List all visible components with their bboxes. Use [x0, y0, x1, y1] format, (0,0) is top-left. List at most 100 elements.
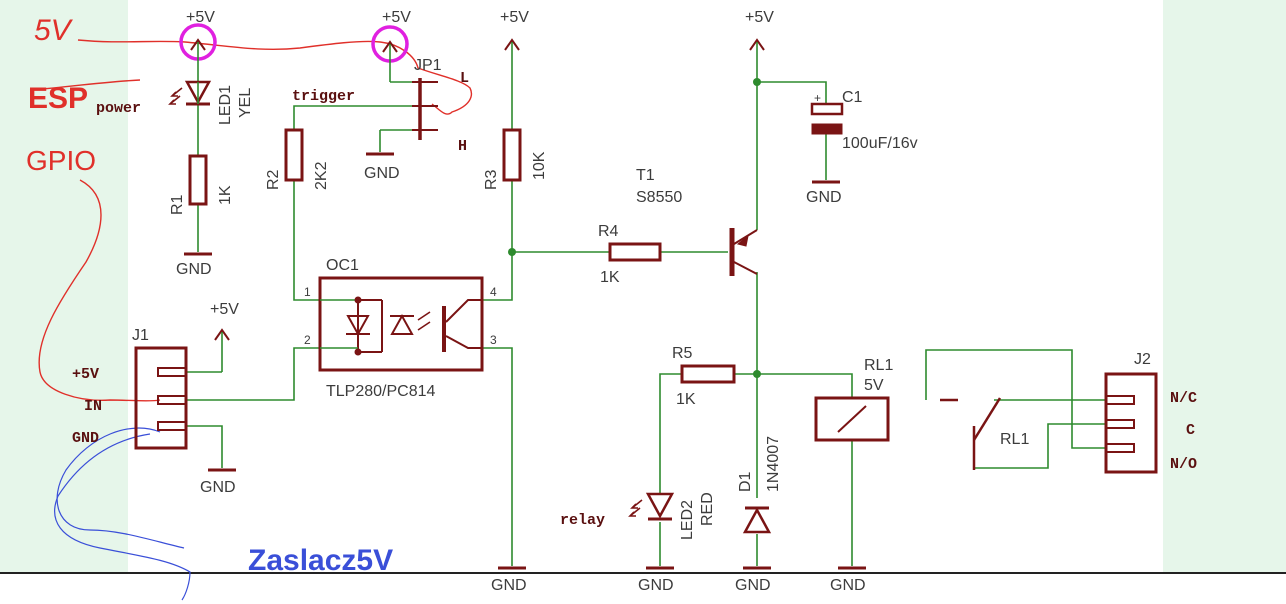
connector-j1: J1 +5V IN GND: [72, 327, 188, 450]
gnd-symbol: GND: [638, 566, 674, 594]
svg-text:+5V: +5V: [382, 9, 411, 26]
svg-text:S8550: S8550: [636, 189, 682, 206]
svg-text:N/O: N/O: [1170, 456, 1197, 473]
hand-annotations: 5V ESP GPIO: [26, 14, 473, 601]
svg-text:RL1: RL1: [1000, 431, 1029, 448]
svg-text:1K: 1K: [676, 391, 696, 408]
svg-text:D1: D1: [737, 471, 754, 492]
svg-text:2K2: 2K2: [313, 161, 330, 190]
svg-text:100uF/16v: 100uF/16v: [842, 135, 918, 152]
svg-text:YEL: YEL: [237, 88, 254, 118]
svg-text:C1: C1: [842, 89, 863, 106]
vcc-symbol: +5V: [210, 301, 239, 372]
vcc-symbol: +5V: [186, 9, 215, 82]
annotation-5v: 5V: [34, 14, 74, 47]
svg-text:1: 1: [304, 285, 311, 299]
resistor-r2: R2 2K2: [265, 128, 330, 190]
svg-text:R3: R3: [483, 169, 500, 190]
vcc-symbol: +5V: [745, 9, 774, 51]
optocoupler-oc1: OC1 TLP280/PC814 1 2 3 4: [304, 257, 497, 400]
resistor-r1: R1 1K: [169, 154, 234, 215]
capacitor-c1: + C1 100uF/16v: [810, 89, 918, 152]
gnd-symbol: GND: [830, 566, 866, 594]
transistor-t1: T1 S8550: [636, 167, 758, 276]
bottom-bar: [0, 572, 1286, 604]
gnd-symbol: GND: [200, 468, 236, 496]
svg-text:R1: R1: [169, 194, 186, 215]
blue-wire-gnd-a: [56, 427, 185, 549]
relay-led-label: relay: [560, 512, 605, 529]
resistor-r3: R3 10K: [483, 128, 548, 190]
svg-text:4: 4: [490, 285, 497, 299]
relay-coil-rl1: RL1 5V: [814, 357, 893, 442]
connector-j2: J2 N/C C N/O: [1104, 351, 1197, 474]
gnd-symbol: GND: [364, 152, 400, 182]
svg-text:GND: GND: [830, 577, 866, 594]
svg-text:LED2: LED2: [679, 500, 696, 540]
svg-text:R5: R5: [672, 345, 693, 362]
svg-text:GND: GND: [72, 430, 99, 447]
svg-text:+5V: +5V: [210, 301, 239, 318]
svg-text:RED: RED: [699, 492, 716, 526]
svg-text:1K: 1K: [217, 185, 234, 205]
gnd-symbol: GND: [806, 180, 842, 206]
svg-text:JP1: JP1: [414, 57, 442, 74]
svg-text:GND: GND: [200, 479, 236, 496]
svg-text:C: C: [1186, 422, 1195, 439]
gnd-symbol: GND: [176, 252, 212, 278]
svg-text:TLP280/PC814: TLP280/PC814: [326, 383, 436, 400]
svg-text:2: 2: [304, 333, 311, 347]
svg-text:N/C: N/C: [1170, 390, 1197, 407]
svg-text:+5V: +5V: [745, 9, 774, 26]
resistor-r4: R4 1K: [598, 223, 662, 286]
schematic-sheet: [128, 0, 1163, 572]
vcc-symbol: +5V: [500, 9, 529, 51]
trigger-label: trigger: [292, 88, 355, 105]
svg-text:1N4007: 1N4007: [765, 436, 782, 492]
svg-text:10K: 10K: [531, 151, 548, 180]
led1: power LED1 YEL: [96, 80, 254, 125]
svg-text:IN: IN: [84, 398, 102, 415]
svg-text:+5V: +5V: [72, 366, 99, 383]
svg-text:J2: J2: [1134, 351, 1151, 368]
svg-text:R2: R2: [265, 169, 282, 190]
svg-text:GND: GND: [806, 189, 842, 206]
svg-text:+: +: [814, 91, 821, 105]
resistor-r5: R5 1K: [672, 345, 736, 408]
svg-text:GND: GND: [735, 577, 771, 594]
schematic-title: Zaslacz5V: [248, 544, 393, 577]
led1-label: power: [96, 100, 141, 117]
svg-text:H: H: [458, 138, 467, 155]
svg-text:L: L: [460, 70, 469, 87]
blue-wire-gnd-b: [54, 433, 191, 601]
relay-contacts-rl1: RL1: [940, 397, 1029, 470]
gnd-symbol: GND: [735, 566, 771, 594]
svg-text:GND: GND: [176, 261, 212, 278]
svg-text:GND: GND: [491, 577, 527, 594]
junctions: [508, 78, 761, 378]
annotation-gpio: GPIO: [26, 145, 96, 176]
svg-text:1K: 1K: [600, 269, 620, 286]
svg-text:+5V: +5V: [500, 9, 529, 26]
svg-text:+5V: +5V: [186, 9, 215, 26]
vcc-symbol: +5V: [382, 9, 411, 82]
diode-d1: D1 1N4007: [737, 436, 782, 534]
svg-text:LED1: LED1: [217, 85, 234, 125]
ground-symbols: GND GND GND GND GND GND GND GND: [176, 152, 866, 594]
svg-text:J1: J1: [132, 327, 149, 344]
gnd-symbol: GND: [491, 566, 527, 594]
svg-text:5V: 5V: [864, 377, 884, 394]
jumper-jp1: JP1 trigger H L: [292, 57, 469, 155]
svg-text:3: 3: [490, 333, 497, 347]
wires: [186, 42, 1106, 566]
red-wire-5v: [77, 39, 473, 115]
svg-text:T1: T1: [636, 167, 655, 184]
led2: relay LED2 RED: [560, 492, 716, 540]
svg-text:OC1: OC1: [326, 257, 359, 274]
svg-text:RL1: RL1: [864, 357, 893, 374]
red-wire-esp: [29, 79, 141, 91]
red-wire-gpio: [38, 179, 161, 402]
svg-text:GND: GND: [364, 165, 400, 182]
power-symbols: +5V +5V +5V +5V +5V: [186, 9, 774, 372]
